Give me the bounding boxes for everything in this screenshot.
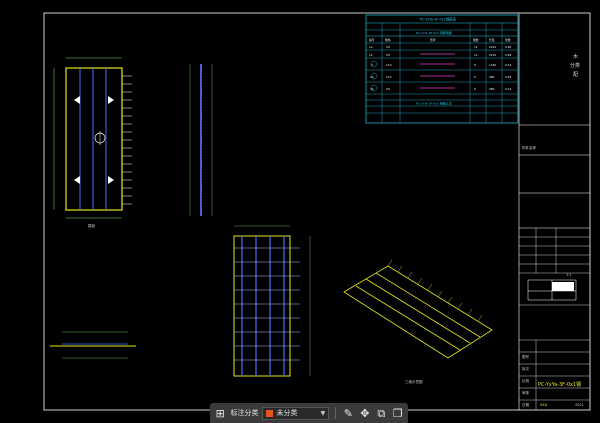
plan-view — [53, 57, 132, 219]
isometric-view — [343, 259, 493, 359]
section-view — [50, 331, 136, 359]
move-icon[interactable]: ✥ — [360, 406, 370, 420]
svg-text:2: 2 — [371, 63, 373, 67]
svg-text:编号: 编号 — [369, 38, 375, 42]
svg-text:0.96: 0.96 — [505, 53, 511, 57]
svg-text:形状: 形状 — [430, 38, 436, 42]
edit-icon[interactable]: ✎ — [343, 406, 353, 420]
rebar-table-summary: PC-YxYa-3F-0x1 钢筋汇总 — [416, 101, 452, 106]
side-label-2: 分类 — [570, 62, 580, 69]
tb-scale: 1:1 — [566, 273, 572, 277]
svg-text:1b: 1b — [369, 53, 373, 57]
svg-text:1a: 1a — [369, 45, 373, 49]
svg-text:0.96: 0.96 — [505, 45, 511, 49]
iso-caption: 三维示意图 — [405, 379, 423, 384]
svg-text:C8: C8 — [386, 45, 390, 49]
svg-text:重量: 重量 — [505, 38, 511, 42]
svg-text:2210: 2210 — [489, 53, 496, 57]
chevron-down-icon: ▼ — [320, 409, 326, 417]
svg-text:C12: C12 — [386, 75, 392, 79]
copy-icon[interactable]: ⧉ — [377, 406, 386, 420]
sheet-frame-outer — [43, 12, 591, 411]
grid-icon[interactable]: ⊞ — [215, 406, 225, 420]
svg-text:12: 12 — [474, 45, 478, 49]
svg-text:C8: C8 — [386, 53, 390, 57]
rebar-table-rows: 1a C8 12 2210 0.96 1b C8 12 2210 0.96 2 … — [369, 45, 511, 91]
svg-text:12: 12 — [474, 53, 478, 57]
tb-year: 2021 — [575, 403, 584, 407]
layers-icon[interactable]: ❐ — [392, 406, 403, 420]
svg-text:1180: 1180 — [489, 63, 496, 67]
rebar-table-title: PC-YxYa-3F-0x1钢筋表 — [420, 17, 457, 22]
svg-text:规格: 规格 — [385, 38, 391, 42]
svg-text:根数: 根数 — [473, 38, 479, 42]
side-label-1: 木 — [573, 53, 578, 60]
svg-text:8: 8 — [474, 63, 476, 67]
toolbar-divider — [335, 407, 337, 419]
svg-text:980: 980 — [489, 75, 495, 79]
elevation-detail — [233, 225, 311, 377]
sheet-number: PC-YxYa-3F-0x1钢 — [538, 381, 581, 388]
category-select-value: 未分类 — [276, 409, 298, 417]
svg-text:0.24: 0.24 — [505, 87, 511, 91]
plan-caption: 模板 — [88, 223, 95, 228]
svg-text:3b: 3b — [370, 87, 374, 91]
tb-row-3: 批次 — [522, 366, 530, 371]
title-block-rows — [519, 228, 590, 410]
svg-text:C8: C8 — [386, 87, 390, 91]
tb-row-5: 审核 — [522, 390, 530, 395]
color-swatch — [266, 409, 274, 417]
tb-row-1: 构件名称 — [522, 145, 536, 150]
annotation-toolbar: ⊞ 标注分类 未分类 ▼ ✎ ✥ ⧉ ❐ — [210, 403, 408, 423]
svg-text:6: 6 — [474, 75, 476, 79]
category-select[interactable]: 未分类 ▼ — [262, 406, 330, 420]
category-label: 标注分类 — [230, 409, 259, 417]
svg-text:3a: 3a — [370, 75, 374, 79]
svg-text:980: 980 — [489, 87, 495, 91]
svg-text:0.48: 0.48 — [505, 75, 511, 79]
side-label-3: 配 — [573, 72, 578, 78]
tb-row-6: 日期 — [522, 402, 530, 407]
rebar-table-header: 编号 规格 形状 根数 长度 重量 — [369, 38, 511, 42]
tb-row-4: 比例 — [522, 378, 530, 383]
svg-text:0.54: 0.54 — [505, 63, 511, 67]
svg-text:长度: 长度 — [489, 38, 495, 42]
tb-code: XXX — [540, 403, 548, 407]
svg-text:C10: C10 — [386, 63, 392, 67]
svg-text:2210: 2210 — [489, 45, 496, 49]
svg-text:6: 6 — [474, 87, 476, 91]
tb-row-2: 图号 — [522, 354, 530, 359]
rebar-table-subtitle: PC-YxYa-3F-0x1 钢筋明细 — [416, 30, 452, 35]
side-elevation — [189, 64, 213, 216]
rebar-table — [365, 14, 519, 124]
